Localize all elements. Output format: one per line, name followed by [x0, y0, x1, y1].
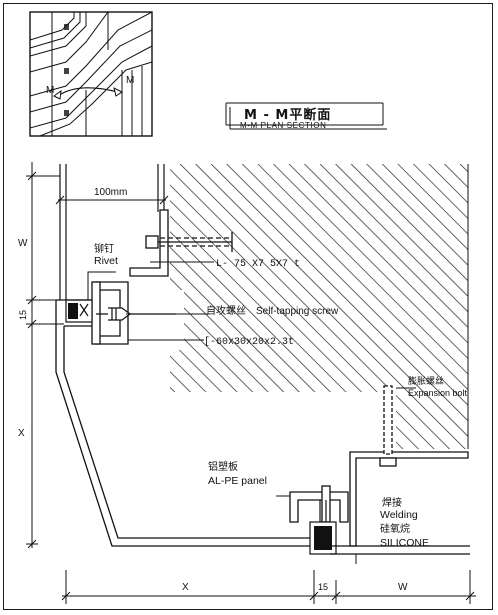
label-panel-en: AL-PE panel [208, 475, 267, 487]
dim-bottom-w: W [398, 582, 408, 593]
label-silicone-cn: 硅氧烷 [380, 522, 410, 535]
leader-lines [87, 261, 416, 497]
label-silicone-en: SILICONE [380, 537, 429, 549]
channel-profile-right [289, 485, 349, 523]
dim-left-w: W [18, 238, 28, 249]
section-arrow-left-icon [53, 89, 62, 100]
sealant-block-left [65, 299, 93, 323]
title-block: M - M平断面 M-M PLAN SECTION [225, 102, 387, 130]
wall-lines [59, 164, 165, 300]
label-rivet-cn: 铆钉 [94, 242, 114, 255]
key-marker-right: M [126, 75, 134, 86]
label-expansion-cn: 膨胀螺丝 [408, 375, 444, 387]
label-panel-cn: 铝塑板 [208, 460, 238, 473]
key-marker-left: M [46, 85, 54, 96]
label-channel: [-60x30x20x2.3t [204, 336, 294, 348]
label-welding-cn: 焊接 [382, 496, 402, 509]
drawing-frame [3, 3, 493, 610]
dim-left-x: X [18, 428, 25, 439]
title-main: M - M平断面 [244, 107, 331, 123]
key-plan-border [29, 11, 153, 137]
label-rivet-en: Rivet [94, 255, 118, 267]
dim-bottom-15: 15 [318, 582, 328, 592]
dim-left-15: 15 [18, 310, 28, 320]
concrete-hatch [170, 164, 468, 449]
label-expansion-en: Expansion bolt [408, 388, 468, 398]
label-angle-steel: L- 75 X7 5X7 t [216, 259, 300, 270]
dim-top-100mm [55, 195, 169, 205]
dim-top-label: 100mm [94, 187, 127, 198]
al-pe-panel [55, 299, 330, 547]
title-sub: M-M PLAN SECTION [240, 121, 327, 130]
dim-left [26, 162, 64, 549]
label-welding-en: Welding [380, 509, 418, 521]
label-screw-en: Self-tapping screw [256, 306, 339, 317]
label-screw-cn: 自攻螺丝 [206, 304, 246, 317]
angle-steel-bracket [129, 209, 233, 277]
section-arrow-right-icon [113, 87, 123, 97]
section-arrow-line [57, 87, 119, 97]
dim-bottom [61, 570, 476, 604]
sealant-block-right [309, 500, 337, 555]
key-plan: M M [29, 11, 153, 137]
dim-bottom-x: X [182, 582, 189, 593]
